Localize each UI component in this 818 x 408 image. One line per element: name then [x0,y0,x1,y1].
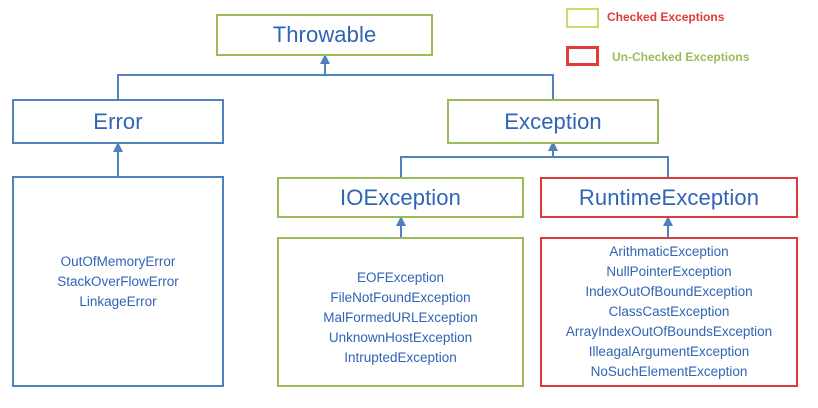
error-node: Error [12,99,224,144]
error-subclass-item: OutOfMemoryError [60,253,176,269]
checked-legend-label: Checked Exceptions [607,10,725,24]
exception-label: Exception [504,108,602,134]
throwable-label: Throwable [272,22,377,47]
runtimeexception-subclass-item: IndexOutOfBoundException [585,284,753,299]
unchecked-legend-swatch [566,46,599,66]
exception-node: Exception [447,99,659,144]
runtimeexception-label: RuntimeException [578,184,760,210]
ioexception-node: IOException [277,177,524,218]
error-label: Error [93,108,143,134]
unchecked-legend-label: Un-Checked Exceptions [612,50,750,64]
ioexception-subclass-item: MalFormedURLException [323,310,478,325]
exception-branch-connector [400,156,669,177]
ioexception-label: IOException [340,184,461,210]
runtimeexception-subclass-item: ArithmaticException [609,244,729,259]
error-subclass-item: StackOverFlowError [57,273,179,289]
error-subclass-item: LinkageError [79,293,157,309]
ioexception-subclass-item: FileNotFoundException [330,290,471,305]
throwable-branch-connector [117,74,554,99]
runtimeexception-subclass-item: NoSuchElementException [590,364,748,379]
ioexception-subclass-item: EOFException [356,270,445,285]
checked-legend-swatch [566,8,599,28]
runtimeexception-subclass-item: ArrayIndexOutOfBoundsException [565,324,773,339]
ioexception-subclass-item: UnknownHostException [328,330,473,345]
runtimeexception-subclasses-box: ArithmaticException NullPointerException… [540,237,798,387]
runtimeexception-subclass-item: NullPointerException [606,264,732,279]
ioexception-subclass-item: IntruptedException [344,350,457,365]
throwable-node: Throwable [216,14,433,56]
runtimeexception-node: RuntimeException [540,177,798,218]
runtimeexception-subclass-item: IlleagalArgumentException [588,344,750,359]
ioexception-subclasses-box: EOFException FileNotFoundException MalFo… [277,237,524,387]
runtimeexception-subclass-item: ClassCastException [608,304,730,319]
error-subclasses-box: OutOfMemoryError StackOverFlowError Link… [12,176,224,387]
